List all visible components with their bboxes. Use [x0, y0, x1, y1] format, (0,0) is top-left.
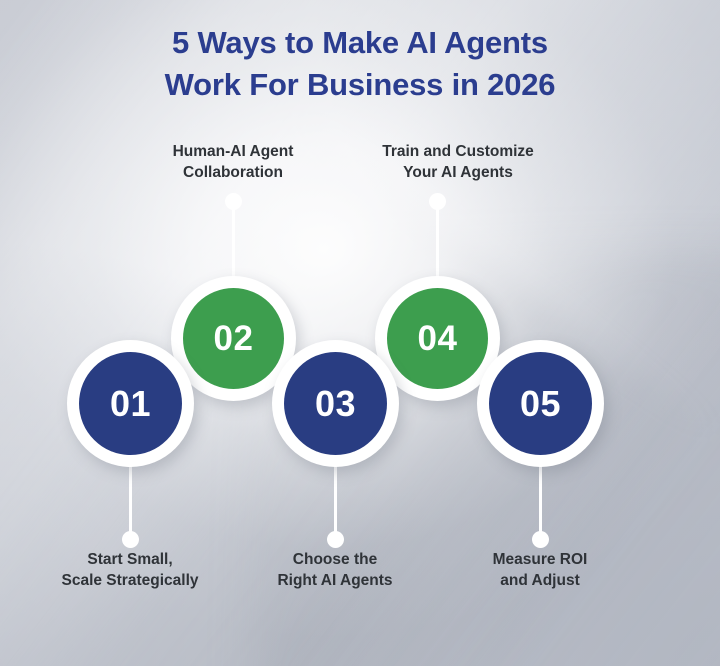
step-label-04-line-2: Your AI Agents: [403, 164, 513, 181]
step-node-01[interactable]: 01: [67, 340, 194, 467]
connector-step-03: [325, 462, 345, 548]
step-number-03: 03: [314, 382, 357, 424]
title-line-1: 5 Ways to Make AI Agents: [172, 25, 548, 60]
step-label-05-line-2: and Adjust: [500, 572, 580, 589]
title-line-2: Work For Business in 2026: [164, 67, 556, 102]
step-label-01: Start Small, Scale Strategically: [20, 549, 240, 591]
step-label-03-line-1: Choose the: [292, 551, 378, 568]
connector-stem: [435, 197, 439, 287]
step-label-03-line-2: Right AI Agents: [277, 572, 393, 589]
step-label-02-line-2: Collaboration: [183, 164, 283, 181]
connector-stem: [231, 197, 235, 287]
step-label-02: Human-AI Agent Collaboration: [123, 141, 343, 183]
connector-stem: [333, 462, 337, 544]
connector-dot: [326, 531, 344, 548]
step-disc-03: 03: [284, 352, 387, 455]
step-label-05: Measure ROI and Adjust: [430, 549, 650, 591]
connector-step-02: [223, 193, 243, 287]
step-label-03: Choose the Right AI Agents: [225, 549, 445, 591]
connector-dot: [121, 531, 139, 548]
connector-step-04: [427, 193, 447, 287]
step-label-01-line-1: Start Small,: [87, 551, 173, 568]
step-label-01-line-2: Scale Strategically: [61, 572, 199, 589]
step-node-03[interactable]: 03: [272, 340, 399, 467]
step-node-05[interactable]: 05: [477, 340, 604, 467]
step-label-04-line-1: Train and Customize: [382, 143, 534, 160]
connector-step-05: [530, 462, 550, 548]
step-label-02-line-1: Human-AI Agent: [172, 143, 294, 160]
step-node-02[interactable]: 02: [171, 276, 296, 401]
connector-dot: [531, 531, 549, 548]
connector-step-01: [120, 462, 140, 548]
step-label-04: Train and Customize Your AI Agents: [348, 141, 568, 183]
step-number-04: 04: [417, 318, 458, 358]
step-node-04[interactable]: 04: [375, 276, 500, 401]
step-number-01: 01: [109, 382, 152, 424]
step-number-02: 02: [213, 318, 254, 358]
step-disc-05: 05: [489, 352, 592, 455]
connector-dot: [428, 193, 446, 210]
step-disc-02: 02: [183, 288, 284, 389]
page-title: 5 Ways to Make AI Agents Work For Busine…: [0, 22, 720, 106]
step-number-05: 05: [519, 382, 562, 424]
step-disc-01: 01: [79, 352, 182, 455]
step-disc-04: 04: [387, 288, 488, 389]
step-label-05-line-1: Measure ROI: [492, 551, 588, 568]
connector-stem: [128, 462, 132, 544]
connector-dot: [224, 193, 242, 210]
connector-stem: [538, 462, 542, 544]
